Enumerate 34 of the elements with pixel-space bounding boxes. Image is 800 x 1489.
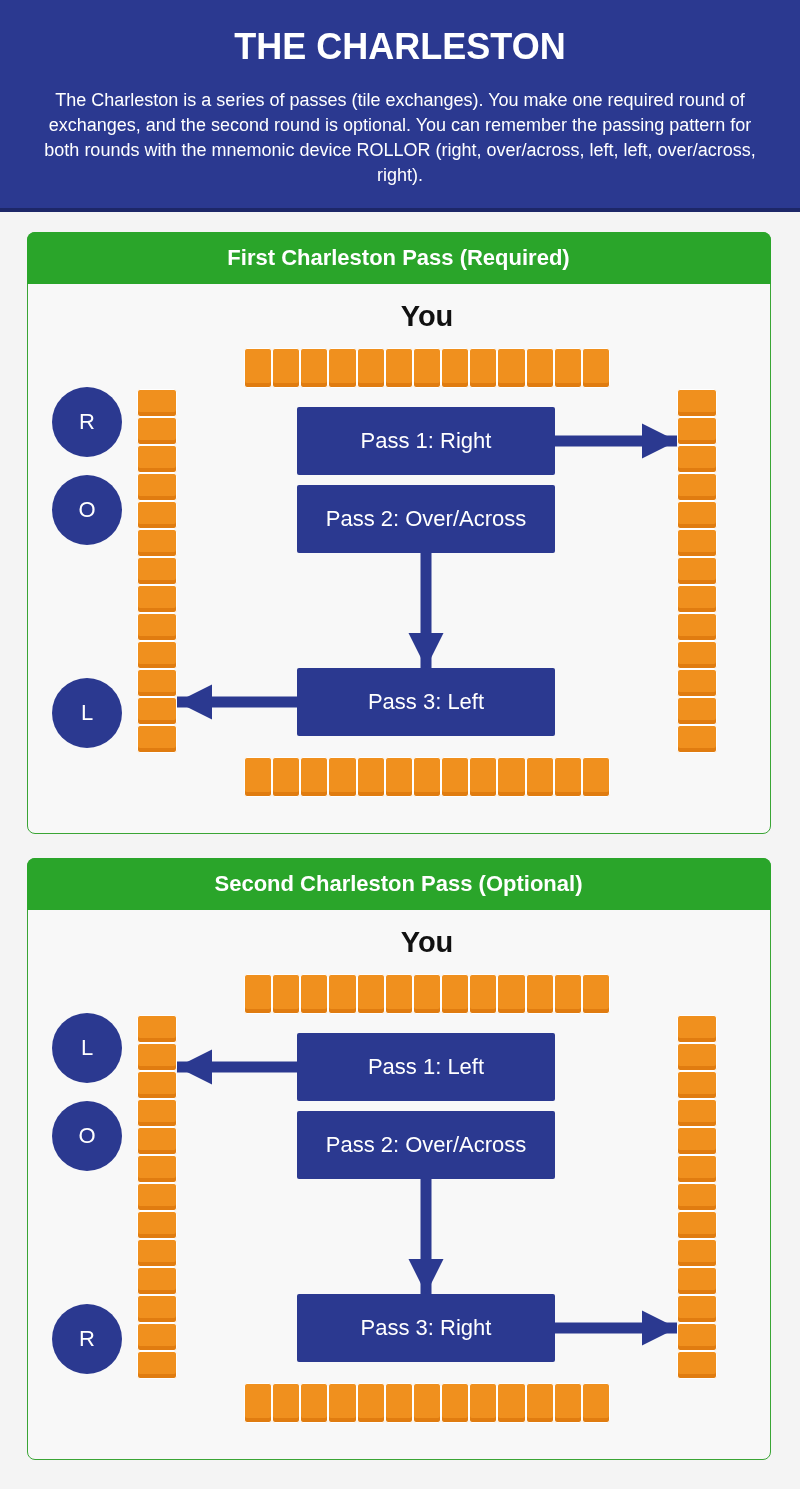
tile-rack <box>137 1015 177 1379</box>
tile-rack <box>244 1383 610 1423</box>
pass-box: Pass 2: Over/Across <box>297 485 555 553</box>
panel <box>27 858 771 1460</box>
panel <box>27 232 771 834</box>
panel-heading: Second Charleston Pass (Optional) <box>26 857 771 910</box>
title: THE CHARLESTON <box>233 26 567 68</box>
tile-rack <box>137 389 177 753</box>
letter-circle: L <box>52 1013 122 1083</box>
intro-paragraph: The Charleston is a series of passes (tile exchanges). You make one required round of exchanges, and the second round is optional. You can remember the passing pattern for both rounds with the mnemonic device ROLLOR (right, over/across, left, left, over/across, right). <box>43 89 757 187</box>
letter-circle: O <box>52 475 122 545</box>
pass-box: Pass 3: Left <box>297 668 555 736</box>
pass-box: Pass 3: Right <box>297 1294 555 1362</box>
arrow <box>177 1049 297 1085</box>
tile-rack <box>677 389 717 753</box>
pass-box: Pass 1: Left <box>297 1033 555 1101</box>
arrow <box>408 1179 444 1294</box>
letter-circle: R <box>52 1304 122 1374</box>
tile-rack <box>244 348 610 388</box>
tile-rack <box>244 974 610 1014</box>
player-label: You <box>399 926 455 959</box>
letter-circle: L <box>52 678 122 748</box>
letter-circle: O <box>52 1101 122 1171</box>
arrow <box>555 423 677 459</box>
arrow <box>408 553 444 668</box>
panel-heading: First Charleston Pass (Required) <box>26 231 771 284</box>
pass-box: Pass 2: Over/Across <box>297 1111 555 1179</box>
pass-box: Pass 1: Right <box>297 407 555 475</box>
tile-rack <box>244 757 610 797</box>
letter-circle: R <box>52 387 122 457</box>
player-label: You <box>399 300 455 333</box>
tile-rack <box>677 1015 717 1379</box>
arrow <box>555 1310 677 1346</box>
arrow <box>177 684 297 720</box>
